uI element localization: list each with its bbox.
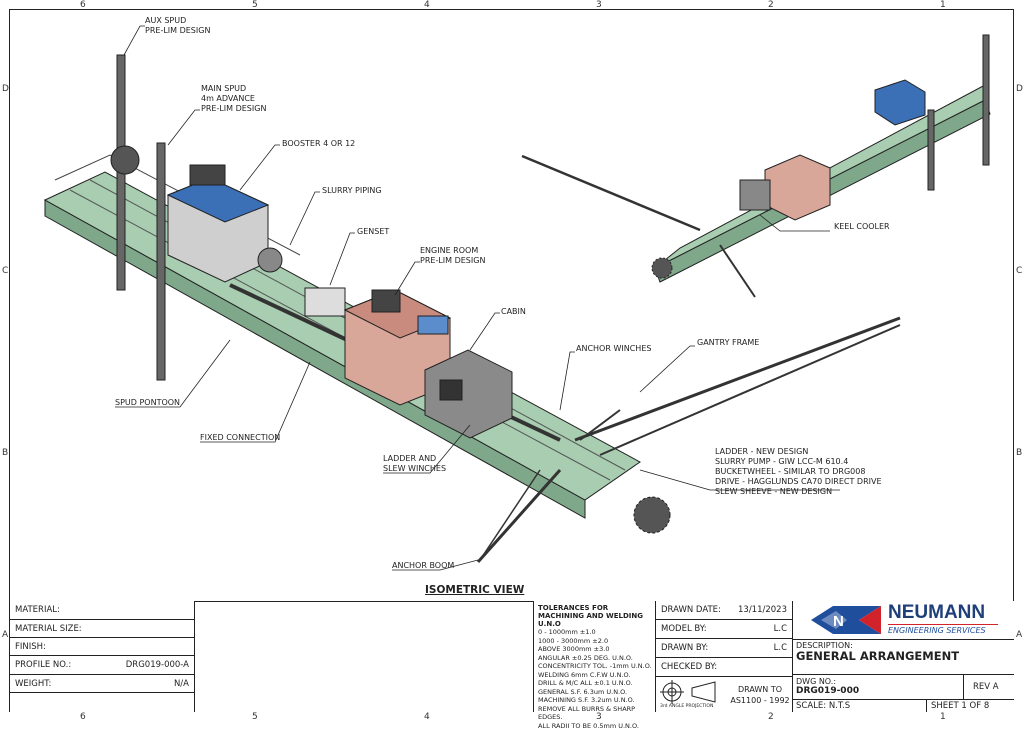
gantry-frame xyxy=(575,318,900,440)
dwg-label: DWG NO.: xyxy=(796,677,836,686)
genset xyxy=(305,288,345,316)
drawn-to-line: DRAWN TO xyxy=(730,684,790,695)
label-gantry-frame: GANTRY FRAME xyxy=(697,338,759,348)
note-line: SLEW SHEEVE - NEW DESIGN xyxy=(715,487,882,497)
tol-line: 0 - 1000mm ±1.0 xyxy=(538,628,656,637)
label: DRAWN BY: xyxy=(661,643,708,653)
zone-col: 4 xyxy=(424,712,430,722)
bucketwheel xyxy=(634,497,670,533)
tol-line: ANGULAR ±0.25 DEG. U.N.O. xyxy=(538,654,656,663)
label-line: PRE-LIM DESIGN xyxy=(420,256,485,266)
zone-row: A xyxy=(2,630,8,640)
scale: SCALE: N.T.S xyxy=(796,701,850,711)
tolerances-text: TOLERANCES FOR MACHINING AND WELDING U.N… xyxy=(538,604,656,730)
label-line: AUX SPUD xyxy=(145,16,210,26)
label-anchor-boom: ANCHOR BOOM xyxy=(392,561,454,571)
tol-line: REMOVE ALL BURRS & SHARP EDGES. xyxy=(538,705,656,722)
neumann-logo-icon: N xyxy=(811,604,881,636)
anchor-boom xyxy=(478,470,560,562)
zone-col: 1 xyxy=(940,712,946,722)
label: CHECKED BY: xyxy=(661,662,717,672)
label-keel-cooler: KEEL COOLER xyxy=(834,222,890,232)
company-subtitle: ENGINEERING SERVICES xyxy=(888,626,986,635)
label-booster: BOOSTER 4 OR 12 xyxy=(282,139,355,149)
material-block: MATERIAL: MATERIAL SIZE: FINISH: PROFILE… xyxy=(10,601,195,712)
zone-col: 5 xyxy=(252,712,258,722)
label-line: SLEW WINCHES xyxy=(383,464,446,474)
value: 13/11/2023 xyxy=(738,605,787,615)
material-row: MATERIAL: xyxy=(10,601,194,620)
label-slurry-piping: SLURRY PIPING xyxy=(322,186,382,196)
tol-line: GENERAL S.F. 6.3um U.N.O. xyxy=(538,688,656,697)
tolerances-block: TOLERANCES FOR MACHINING AND WELDING U.N… xyxy=(533,601,656,712)
tol-line: 1000 - 3000mm ±2.0 xyxy=(538,637,656,646)
revision: REV A xyxy=(973,682,999,692)
tol-line: MACHINING S.F. 3.2um U.N.O. xyxy=(538,696,656,705)
drawn-date-row: DRAWN DATE: 13/11/2023 xyxy=(656,601,792,620)
zone-col: 6 xyxy=(80,712,86,722)
value: N/A xyxy=(174,679,189,689)
dwg-number: DRG019-000 xyxy=(796,686,859,696)
value: L.C xyxy=(774,643,787,653)
label-line: MAIN SPUD xyxy=(201,84,266,94)
tolerances-title: TOLERANCES FOR MACHINING AND WELDING U.N… xyxy=(538,604,656,628)
value: L.C xyxy=(774,624,787,634)
note-line: LADDER - NEW DESIGN xyxy=(715,447,882,457)
profile-row: PROFILE NO.: DRG019-000-A xyxy=(10,656,194,675)
label: WEIGHT: xyxy=(15,679,51,689)
label-line: LADDER AND xyxy=(383,454,446,464)
label-genset: GENSET xyxy=(357,227,389,237)
finish-row: FINISH: xyxy=(10,638,194,656)
label-cabin: CABIN xyxy=(501,307,526,317)
tol-line: ABOVE 3000mm ±3.0 xyxy=(538,645,656,654)
drawn-to-line: AS1100 - 1992 xyxy=(730,695,790,706)
company-name: NEUMANN xyxy=(888,602,985,624)
tol-line: ALL RADII TO BE 0.5mm U.N.O. xyxy=(538,722,656,730)
zone-row: A xyxy=(1016,630,1022,640)
tol-line: CONCENTRICITY TOL. -1mm U.N.O. xyxy=(538,662,656,671)
label-line: 4m ADVANCE xyxy=(201,94,266,104)
zone-col: 2 xyxy=(768,712,774,722)
tol-line: DRILL & M/C ALL ±0.1 U.N.O. xyxy=(538,679,656,688)
material-size-row: MATERIAL SIZE: xyxy=(10,620,194,638)
main-hull-side xyxy=(45,200,585,518)
main-spud xyxy=(157,143,165,380)
label: PROFILE NO.: xyxy=(15,660,71,670)
label-anchor-winches: ANCHOR WINCHES xyxy=(576,344,651,354)
label-line: PRE-LIM DESIGN xyxy=(145,26,210,36)
label: MATERIAL SIZE: xyxy=(15,624,82,634)
label: MATERIAL: xyxy=(15,605,60,615)
label-fixed-connection: FIXED CONNECTION xyxy=(200,433,280,443)
label-line: ENGINE ROOM xyxy=(420,246,485,256)
drawn-block: DRAWN DATE: 13/11/2023 MODEL BY: L.C DRAWN… xyxy=(656,601,793,712)
sheet-number: SHEET 1 OF 8 xyxy=(931,701,989,711)
label: FINISH: xyxy=(15,642,46,652)
label-spud-pontoon: SPUD PONTOON xyxy=(115,398,180,408)
note-line: BUCKETWHEEL - SIMILAR TO DRG008 xyxy=(715,467,882,477)
view-title: ISOMETRIC VIEW xyxy=(425,584,524,596)
label-notes: LADDER - NEW DESIGN SLURRY PUMP - GIW LC… xyxy=(715,447,882,497)
description: GENERAL ARRANGEMENT xyxy=(796,649,959,663)
company-block: N NEUMANN ENGINEERING SERVICES DESCRIPTI… xyxy=(793,601,1014,712)
logo-letter: N xyxy=(833,613,844,630)
isometric-drawing xyxy=(0,0,1024,600)
label: DRAWN DATE: xyxy=(661,605,721,615)
value: DRG019-000-A xyxy=(126,660,189,670)
label: MODEL BY: xyxy=(661,624,707,634)
weight-row: WEIGHT: N/A xyxy=(10,675,194,693)
note-line: SLURRY PUMP - GIW LCC-M 610.4 xyxy=(715,457,882,467)
label-line: PRE-LIM DESIGN xyxy=(201,104,266,114)
tol-line: WELDING 6mm C.F.W U.N.O. xyxy=(538,671,656,680)
drawn-by-row: DRAWN BY: L.C xyxy=(656,639,792,658)
model-by-row: MODEL BY: L.C xyxy=(656,620,792,639)
note-line: DRIVE - HAGGLUNDS CA70 DIRECT DRIVE xyxy=(715,477,882,487)
checked-by-row: CHECKED BY: xyxy=(656,658,792,677)
projection-label: 3rd ANGLE PROJECTION xyxy=(660,704,713,709)
